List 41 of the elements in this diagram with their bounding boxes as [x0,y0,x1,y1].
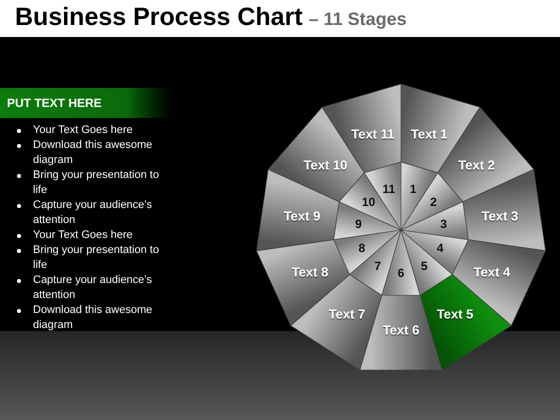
inner-wedge [381,230,421,296]
bullet-text: Download this awesome diagram [33,138,154,168]
stage-number: 9 [355,216,362,231]
section-heading: PUT TEXT HERE [7,95,102,112]
stage-number: 3 [440,216,447,231]
stage-number: 10 [362,194,376,209]
chart-segment [462,169,546,251]
inner-wedge [401,172,463,230]
segment-label: Text 2 [458,157,495,172]
bullet-text: Capture your audience’s attention [33,273,154,303]
stage-number: 2 [430,194,437,209]
stage-number: 8 [358,240,366,255]
bullet-text: Bring your presentation to life [33,243,160,273]
segment-label: Text 9 [284,208,320,224]
stage-number: 6 [398,266,404,280]
segment-label: Text 7 [328,306,366,322]
bullet-text: Your Text Goes here [33,123,134,138]
bullet-text: Capture your audience’s attention [33,198,154,228]
bullet-text: Bring your presentation to life [33,168,160,198]
segment-label: Text 3 [482,208,518,224]
chart-segment [256,169,340,251]
stage-number: 7 [374,259,382,274]
stage-number: 1 [410,182,416,196]
inner-wedge [401,162,438,230]
segment-label: Text 8 [292,264,328,280]
segment-label: Text 10 [304,157,348,172]
inner-wedge [339,172,401,230]
segment-label: Text 1 [410,126,448,142]
segment-label: Text 4 [474,264,510,280]
page-subtitle: – 11 Stages [308,10,407,28]
stage-number: 4 [436,240,444,255]
chart-segment [437,107,534,202]
bullet-text: Download this awesome diagram [33,303,154,333]
stage-number: 11 [382,182,396,196]
segment-label: Text 11 [351,126,394,142]
bullet-text: Your Text Goes here [33,228,134,243]
segment-label: Text 5 [436,306,474,322]
stage-number: 5 [420,259,428,274]
page-title: Business Process Chart [15,5,303,30]
inner-wedge [364,162,401,230]
segment-label: Text 6 [382,322,420,338]
